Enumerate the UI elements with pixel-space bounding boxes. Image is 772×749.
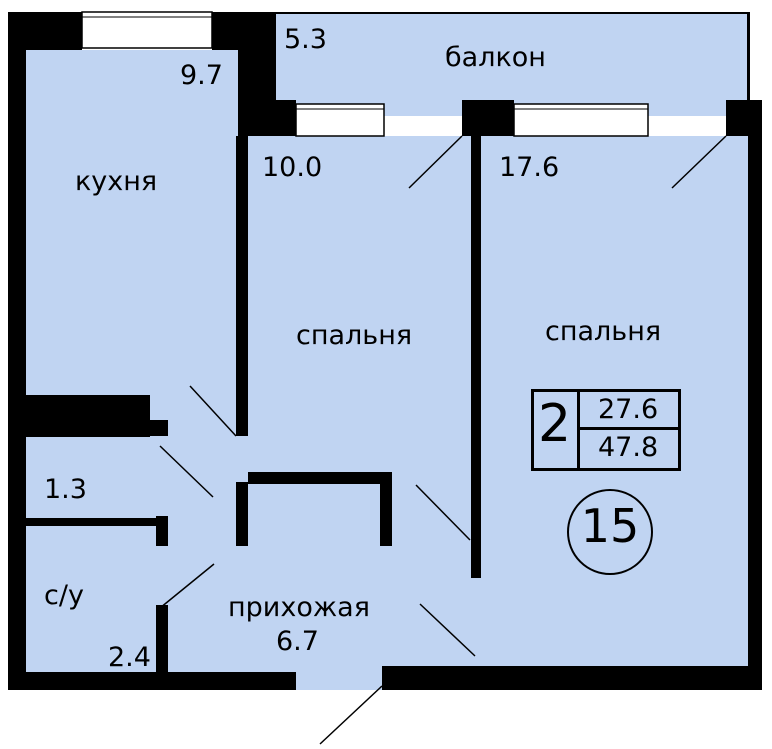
balcony-edge-top — [276, 12, 749, 14]
summary-hline — [577, 427, 681, 430]
hallway-area: 6.7 — [276, 626, 319, 657]
wall-balcony-sill-a — [238, 100, 296, 136]
balcony-name: балкон — [445, 42, 546, 73]
bedroom1-name: спальня — [296, 320, 413, 351]
wall-outer-left — [8, 12, 26, 690]
bathroom-area: 2.4 — [108, 642, 151, 673]
floor-balcony — [276, 12, 749, 116]
door-bedroom1 — [415, 484, 471, 541]
balcony-area: 5.3 — [284, 24, 327, 55]
wall-bathroom-right — [156, 605, 168, 675]
door-entrance — [319, 685, 383, 745]
summary-box — [531, 389, 681, 471]
door-kitchen — [189, 385, 237, 437]
summary-divider — [577, 389, 580, 471]
door-storage — [159, 445, 214, 498]
doors — [159, 135, 727, 745]
apartment-number: 15 — [580, 499, 640, 553]
bathroom-name: с/у — [44, 580, 84, 611]
wall-bedroom1-bottom-jamb — [380, 472, 392, 546]
kitchen-area: 9.7 — [180, 60, 223, 91]
wall-storage-jamb — [156, 516, 168, 546]
floor-entrance — [296, 676, 382, 690]
wall-bedroom1-left — [236, 136, 248, 436]
storage-area: 1.3 — [44, 474, 87, 505]
wall-bedroom1-bottom — [248, 472, 392, 484]
wall-bottom-left — [8, 672, 296, 690]
total-area: 47.8 — [598, 432, 659, 463]
wall-balcony-sill-c — [726, 100, 748, 136]
door-balcony-bedroom2 — [671, 135, 727, 189]
wall-outer-right — [748, 100, 762, 690]
wall-top-left-a — [8, 12, 82, 50]
apartment-number-circle — [567, 489, 653, 575]
wall-balcony-sill-b — [462, 100, 514, 136]
walls — [8, 12, 762, 690]
wall-storage-bottom — [26, 518, 160, 526]
bedroom2-area: 17.6 — [499, 152, 560, 183]
wall-bottom-right — [382, 666, 762, 690]
living-area: 27.6 — [598, 394, 659, 425]
window-kitchen — [81, 11, 213, 49]
windows — [81, 11, 649, 137]
wall-kitchen-bottom-jamb — [150, 420, 168, 436]
door-bedroom2 — [419, 603, 476, 657]
door-bathroom — [159, 563, 215, 609]
balcony-edge-right — [747, 12, 750, 102]
door-balcony-bedroom1 — [408, 135, 463, 189]
wall-bedroom-divider — [471, 136, 481, 578]
wall-bedroom1-left-low — [236, 482, 248, 546]
wall-kitchen-bottom — [26, 395, 150, 437]
rooms-count: 2 — [538, 394, 572, 454]
bedroom2-name: спальня — [545, 316, 662, 347]
hallway-name: прихожая — [228, 592, 370, 623]
kitchen-name: кухня — [75, 166, 158, 197]
bedroom1-area: 10.0 — [262, 152, 323, 183]
